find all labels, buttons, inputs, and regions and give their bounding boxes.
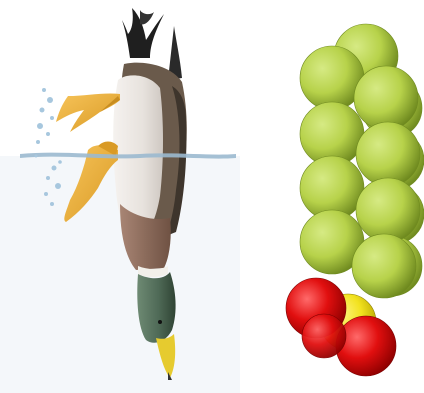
duck-upper-foot [56,93,120,132]
duck-head [137,272,175,343]
molecule-svg [270,0,424,393]
molecule-model [270,0,424,393]
carbon-chain [300,24,420,298]
duck-eye [158,320,162,324]
diving-duck-illustration [0,0,240,393]
duck-svg [0,0,240,393]
